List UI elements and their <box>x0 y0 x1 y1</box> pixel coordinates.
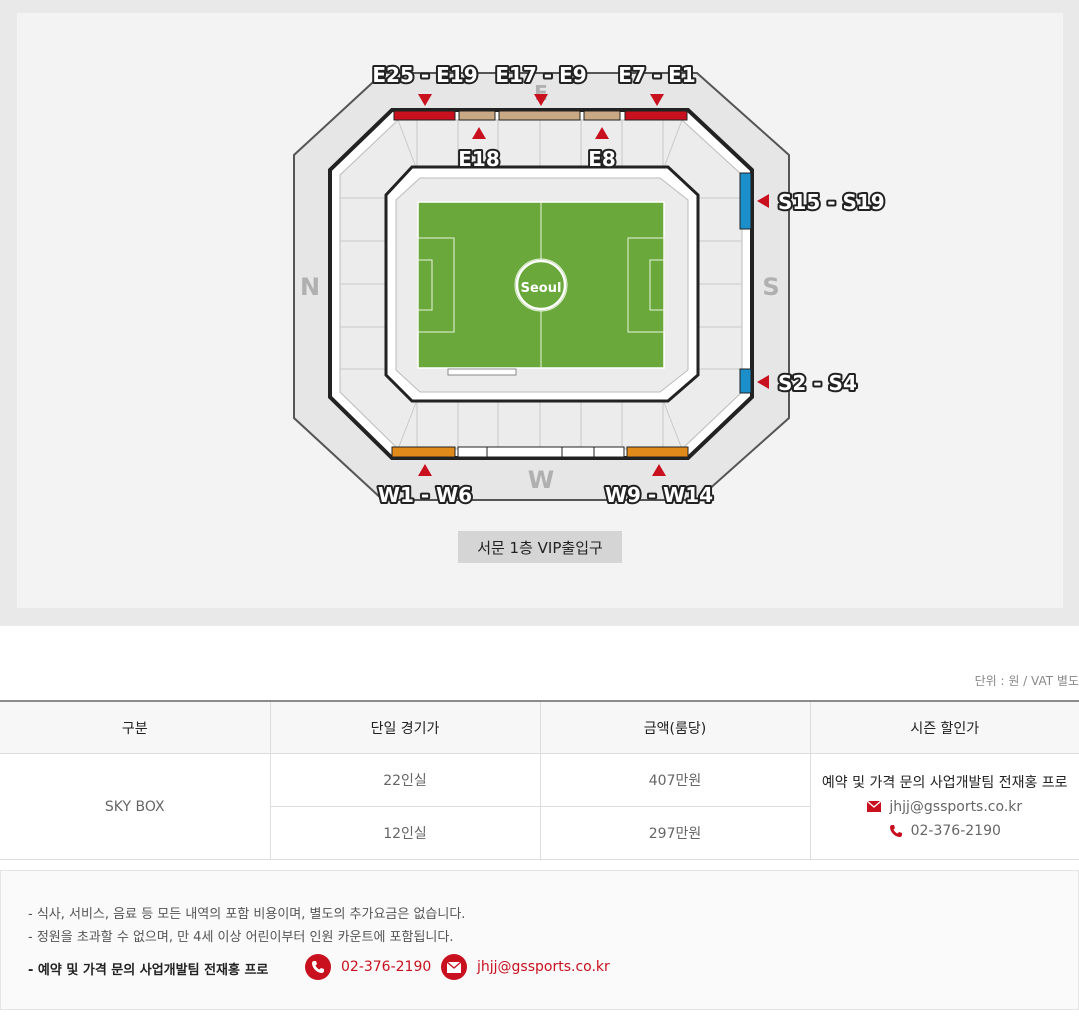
label-e17-e9: E17 - E9 <box>495 63 586 87</box>
label-w9-w14: W9 - W14 <box>605 483 713 507</box>
club-logo <box>515 259 567 311</box>
mail-icon <box>867 801 882 812</box>
header-season-discount: 시즌 할인가 <box>810 700 1079 754</box>
header-single-game: 단일 경기가 <box>270 700 541 754</box>
price-table: 구분 단일 경기가 금액(룸당) 시즌 할인가 SKY BOX 22인실 407… <box>0 700 1079 860</box>
contact-email-line[interactable]: jhjj@gssports.co.kr <box>812 795 1079 819</box>
table-header-row: 구분 단일 경기가 금액(룸당) 시즌 할인가 <box>0 700 1079 754</box>
notes-box: - 식사, 서비스, 음료 등 모든 내역의 포함 비용이며, 별도의 추가요금… <box>0 870 1079 1010</box>
skybox-e25-e19[interactable] <box>393 110 456 121</box>
skybox-s15-s19[interactable] <box>739 172 752 230</box>
label-w1-w6: W1 - W6 <box>378 483 472 507</box>
skybox-e7-e1[interactable] <box>624 110 688 121</box>
label-s15-s19: S15 - S19 <box>778 190 885 214</box>
mail-icon <box>441 954 467 980</box>
label-s2-s4: S2 - S4 <box>778 371 857 395</box>
vip-entrance-button[interactable]: 서문 1층 VIP출입구 <box>458 531 622 563</box>
phone-icon <box>305 954 331 980</box>
unit-note: 단위 : 원 / VAT 별도 <box>974 674 1079 688</box>
west-box-white <box>457 446 625 458</box>
note-contact-label: - 예약 및 가격 문의 사업개발팀 전재홍 프로 <box>28 963 269 978</box>
skybox-s2-s4[interactable] <box>739 368 752 394</box>
contact-phone-line[interactable]: 02-376-2190 <box>812 819 1079 843</box>
north-label: N <box>300 273 320 301</box>
south-label: S <box>762 273 779 301</box>
label-e7-e1: E7 - E1 <box>618 63 695 87</box>
note-line-2: - 정원을 초과할 수 없으며, 만 4세 이상 어린이부터 인원 카운트에 포… <box>28 930 454 945</box>
skybox-w1-w6[interactable] <box>391 446 456 458</box>
capacity-cell: 22인실 <box>270 753 541 807</box>
stand-grid <box>340 119 742 450</box>
capacity-cell: 12인실 <box>270 806 541 860</box>
season-contact-cell: 예약 및 가격 문의 사업개발팀 전재홍 프로 jhjj@gssports.co… <box>810 753 1079 860</box>
label-e18: E18 <box>458 147 500 171</box>
stadium-seat-map: Seoul N S W E E25 - E19 <box>293 61 887 509</box>
skybox-e18[interactable] <box>458 110 496 121</box>
phone-icon <box>889 824 902 837</box>
skybox-e17-e9[interactable] <box>498 110 581 121</box>
skybox-e8[interactable] <box>583 110 621 121</box>
category-cell: SKY BOX <box>0 753 271 860</box>
note-line-1: - 식사, 서비스, 음료 등 모든 내역의 포함 비용이며, 별도의 추가요금… <box>28 907 466 922</box>
club-logo-text: Seoul <box>521 281 562 296</box>
contact-email: jhjj@gssports.co.kr <box>889 798 1023 815</box>
price-cell: 297만원 <box>540 806 811 860</box>
bench <box>447 368 517 376</box>
notes-email[interactable]: jhjj@gssports.co.kr <box>477 959 610 975</box>
stadium-map-area: Seoul N S W E E25 - E19 <box>0 0 1079 626</box>
contact-title: 예약 및 가격 문의 사업개발팀 전재홍 프로 <box>821 774 1068 791</box>
west-box-dividers <box>486 447 595 457</box>
header-category: 구분 <box>0 700 271 754</box>
skybox-w9-w14[interactable] <box>626 446 689 458</box>
header-price-per-room: 금액(룸당) <box>540 700 811 754</box>
label-e25-e19: E25 - E19 <box>372 63 477 87</box>
west-label: W <box>528 466 554 494</box>
notes-phone[interactable]: 02-376-2190 <box>341 959 432 975</box>
price-cell: 407만원 <box>540 753 811 807</box>
table-row: SKY BOX 22인실 407만원 예약 및 가격 문의 사업개발팀 전재홍 … <box>0 753 1079 860</box>
label-e8: E8 <box>588 147 616 171</box>
contact-phone: 02-376-2190 <box>910 822 1001 839</box>
table-row: 12인실 297만원 <box>0 806 1079 860</box>
